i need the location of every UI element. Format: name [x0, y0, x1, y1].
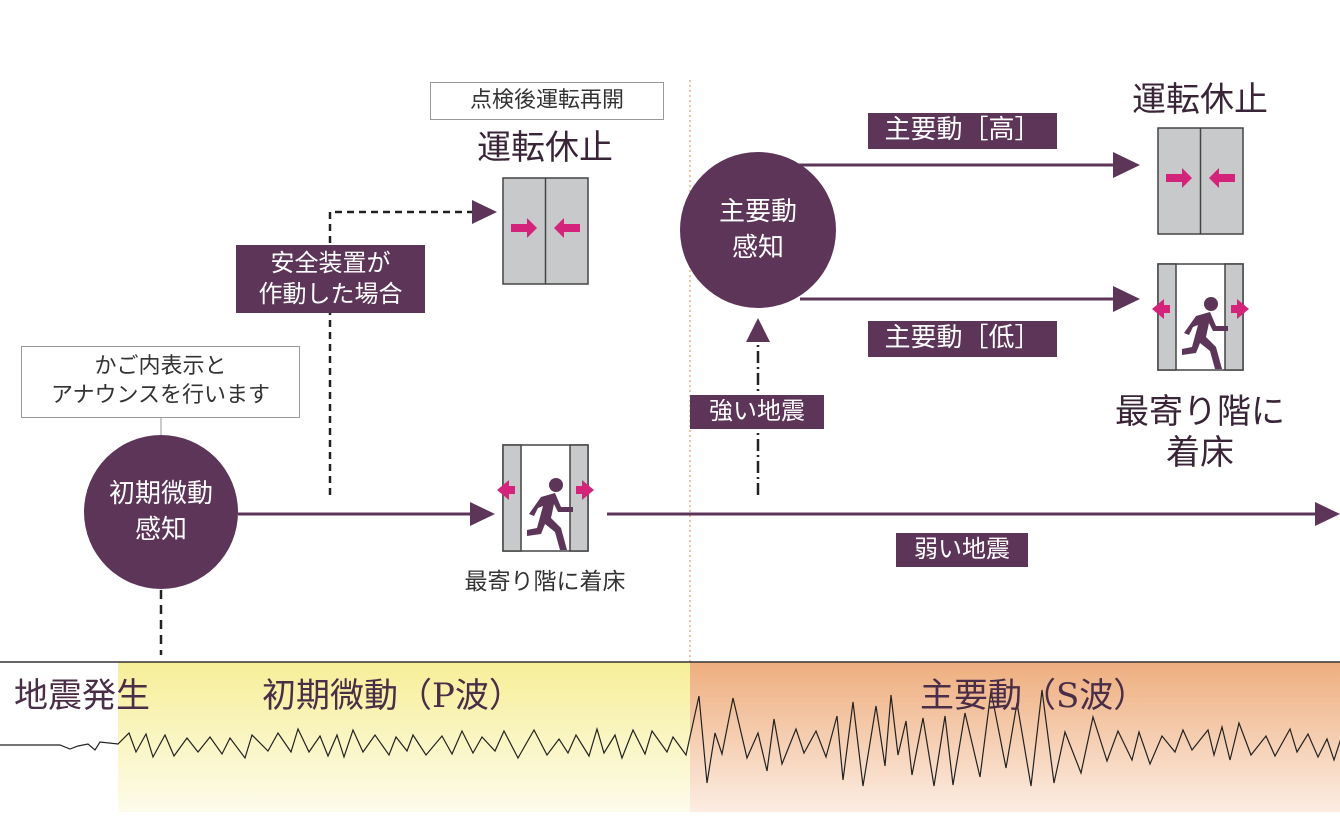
nearest-floor-title: 最寄り階に 着床	[1115, 392, 1285, 473]
seismic-waveform	[0, 689, 1340, 787]
closed-door-icon	[502, 177, 589, 285]
s-wave-detect-node: 主要動 感知	[680, 152, 836, 308]
safety-device-label: 安全装置が 作動した場合	[236, 245, 425, 313]
nearest-floor-label: 最寄り階に着床	[464, 569, 626, 595]
stop-title: 運転休止	[1132, 80, 1268, 120]
quake-start-label: 地震発生	[14, 676, 150, 716]
announce-note: かご内表示と アナウンスを行います	[21, 346, 300, 418]
s-wave-label: 主要動（S波）	[920, 676, 1148, 716]
strong-quake-label: 強い地震	[690, 395, 824, 429]
closed-door-icon	[1157, 127, 1244, 235]
restart-note: 点検後運転再開	[430, 82, 664, 120]
s-wave-low-label: 主要動［低］	[868, 321, 1057, 357]
p-wave-label: 初期微動（P波）	[262, 676, 523, 716]
s-wave-high-label: 主要動［高］	[868, 113, 1057, 149]
stop-title: 運転休止	[477, 128, 613, 168]
weak-quake-label: 弱い地震	[896, 533, 1028, 567]
open-door-runner-icon	[1151, 263, 1250, 371]
open-door-runner-icon	[496, 444, 595, 552]
p-wave-detect-node: 初期微動 感知	[84, 435, 238, 589]
